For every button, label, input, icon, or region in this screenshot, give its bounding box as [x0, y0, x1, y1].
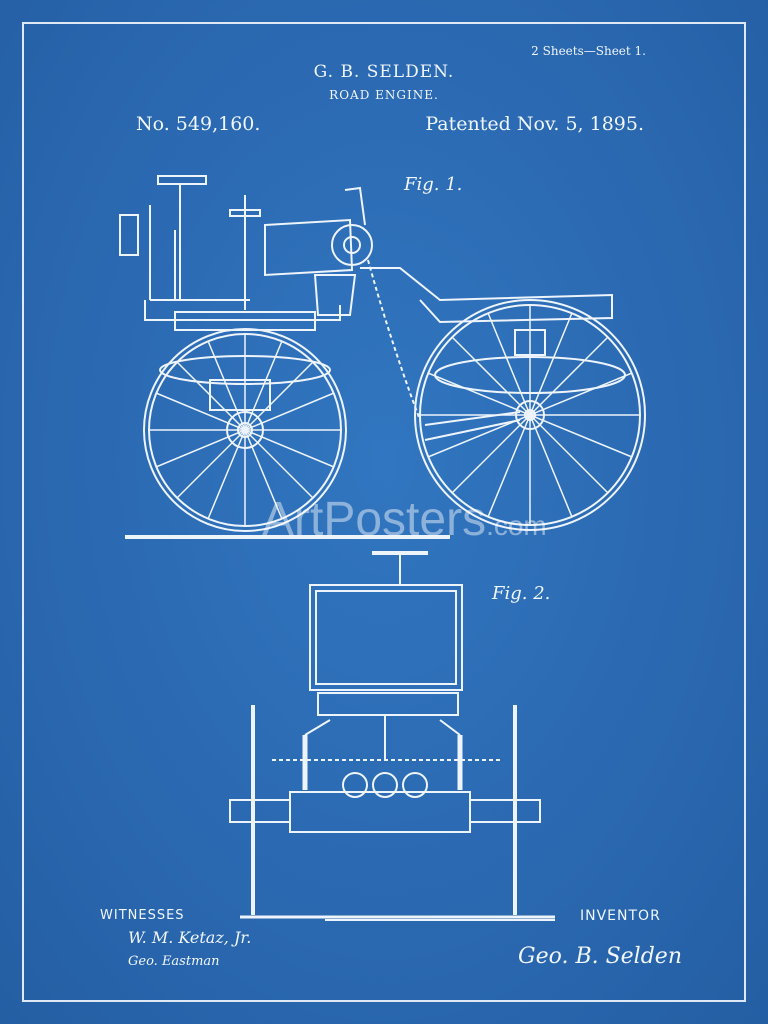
- witnesses-label: WITNESSES: [100, 908, 185, 923]
- watermark-suffix: .com: [486, 510, 547, 541]
- fig1-carriage-drawing: [119, 175, 646, 539]
- watermark-main: ArtPosters: [262, 493, 487, 546]
- poster-border: [22, 22, 746, 1002]
- inventor-signature: Geo. B. Selden: [518, 944, 682, 969]
- fig2-plan-drawing: [229, 551, 555, 919]
- sheet-label: 2 Sheets—Sheet 1.: [531, 44, 646, 58]
- witness-signature-1: W. M. Ketaz, Jr.: [128, 928, 252, 947]
- fig1-label: Fig. 1.: [404, 174, 463, 195]
- watermark: ArtPosters.com: [262, 492, 547, 547]
- fig2-label: Fig. 2.: [492, 583, 551, 604]
- patent-title: ROAD ENGINE.: [329, 88, 439, 102]
- inventor-heading: G. B. SELDEN.: [313, 62, 455, 82]
- patent-number: No. 549,160.: [136, 113, 261, 135]
- witness-signature-2: Geo. Eastman: [128, 954, 220, 969]
- patent-date: Patented Nov. 5, 1895.: [425, 113, 644, 135]
- inventor-label: INVENTOR: [580, 908, 661, 924]
